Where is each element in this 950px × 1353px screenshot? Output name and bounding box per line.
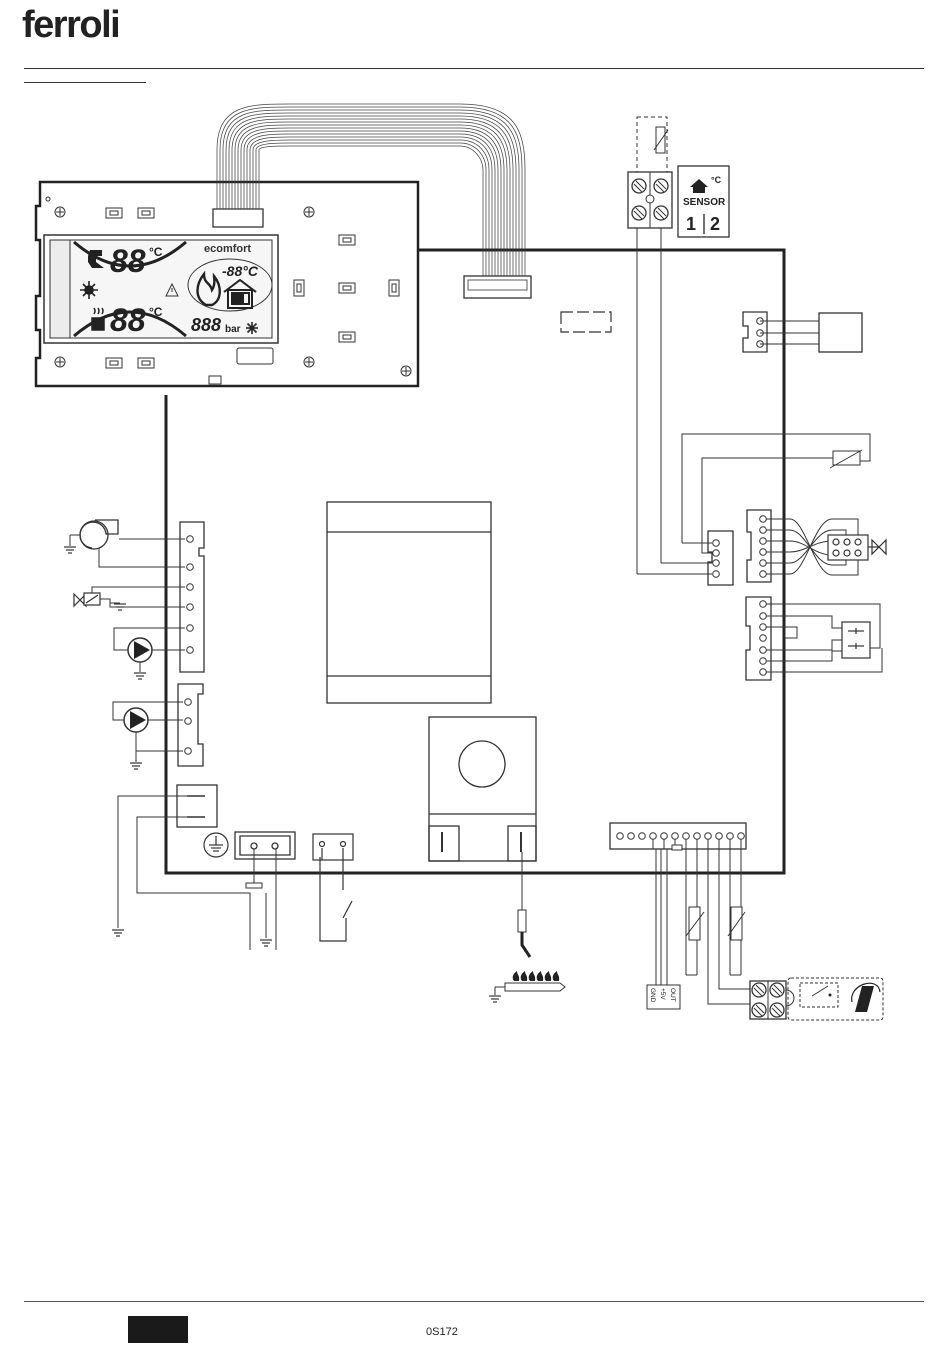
sensor-box: °C SENSOR 1 2 [678,166,729,237]
lcd-dhw-unit: °C [149,245,163,259]
pump-icon [128,638,152,662]
lcd-outdoor-temp: -88°C [222,263,259,279]
thermometer-icon [842,622,870,658]
lcd-heating-unit: °C [149,305,163,319]
footer-rule [24,1301,924,1302]
footer-block [128,1316,188,1343]
pump-icon-2 [124,708,148,732]
snowflake-icon [246,322,258,334]
processor-block [327,502,491,703]
lcd-dhw-digits: 88 [110,243,146,279]
fan-icon [80,520,118,549]
sensor-label: SENSOR [683,197,726,208]
bus-terminal-label: GND +5V OUT [647,985,680,1009]
sensor-number-2: 2 [710,214,720,234]
connector-right-bottom [746,597,771,680]
connector-right-valve [747,510,771,582]
footer-code: 0S172 [426,1326,458,1338]
transformer [429,717,536,861]
bus-label-gnd: GND [649,988,656,1003]
lcd-brand-label: ecomfort [204,243,251,255]
dashed-component [561,312,611,332]
bus-label-5v: +5V [659,988,666,1000]
ribbon-connector [464,276,531,298]
gas-valve-icon [74,593,100,606]
power-connector [177,785,217,827]
thermistor-icon [654,127,668,153]
lcd-pressure-unit: bar [225,324,241,335]
thermistor-icon-3 [686,907,745,940]
sensor-number-1: 1 [686,214,696,234]
lcd-heating-digits: 88 [110,302,146,338]
external-module [819,313,862,352]
connector-right-mid [708,531,733,585]
sensor-unit: °C [711,175,722,185]
power-terminal [235,832,295,859]
bus-label-out: OUT [669,988,676,1002]
room-sensor-terminal [628,117,672,574]
solar-panel-icon [852,983,880,1012]
solar-terminal [750,978,883,1020]
lcd-pressure-digits: 888 [191,315,221,335]
three-way-valve-icon [828,535,886,560]
display-board [36,182,418,386]
ground-icon [204,833,228,857]
thermistor-icon-2 [682,434,870,543]
flow-switch-icon [313,834,353,941]
